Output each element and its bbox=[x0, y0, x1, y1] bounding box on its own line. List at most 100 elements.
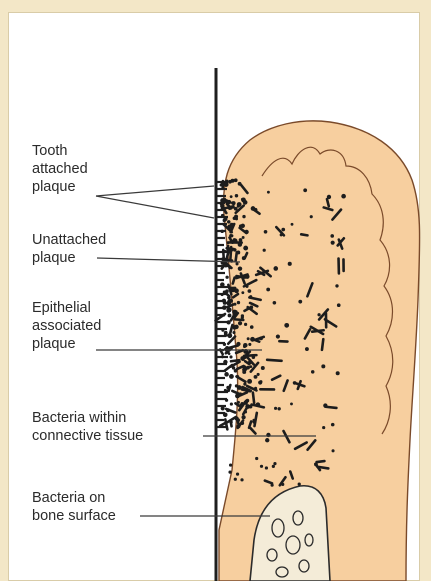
bacterium-coccus bbox=[281, 228, 285, 232]
bacterium-coccus bbox=[288, 262, 292, 266]
bacterium-coccus bbox=[238, 266, 242, 270]
bacterium-coccus bbox=[273, 462, 276, 465]
bacterium-coccus bbox=[224, 372, 229, 377]
bacterium-coccus bbox=[235, 217, 238, 220]
bacterium-coccus bbox=[223, 263, 228, 268]
bacterium-coccus bbox=[305, 347, 309, 351]
bacterium-coccus bbox=[229, 374, 234, 379]
bacterium-coccus bbox=[266, 288, 270, 292]
bacterium-coccus bbox=[335, 284, 338, 287]
bacterium-coccus bbox=[223, 198, 226, 201]
bacterium-coccus bbox=[227, 241, 230, 244]
bacterium-coccus bbox=[221, 329, 224, 332]
label-epithelial-associated-plaque: Epithelial associated plaque bbox=[32, 299, 101, 353]
bacterium-coccus bbox=[248, 289, 252, 293]
bacterium-coccus bbox=[239, 392, 242, 395]
bacterium-coccus bbox=[244, 323, 247, 326]
bacterium-coccus bbox=[247, 379, 252, 384]
bacterium-coccus bbox=[241, 198, 244, 201]
bacterium-rod bbox=[229, 385, 231, 391]
bacterium-coccus bbox=[236, 375, 239, 378]
bacterium-rod bbox=[236, 252, 237, 261]
bacterium-coccus bbox=[255, 457, 258, 460]
bacterium-coccus bbox=[264, 230, 268, 234]
bacterium-rod bbox=[233, 278, 235, 284]
bacterium-coccus bbox=[242, 370, 246, 374]
bacterium-coccus bbox=[260, 465, 263, 468]
bacterium-rod bbox=[267, 360, 281, 361]
leader-tooth-attached-1 bbox=[96, 186, 214, 196]
bacterium-coccus bbox=[290, 403, 293, 406]
bacterium-coccus bbox=[254, 375, 258, 379]
bacterium-coccus bbox=[245, 274, 250, 279]
bacterium-coccus bbox=[237, 385, 242, 390]
bacterium-coccus bbox=[336, 371, 340, 375]
bacterium-coccus bbox=[243, 343, 248, 348]
bacterium-coccus bbox=[280, 233, 283, 236]
bacterium-coccus bbox=[221, 406, 225, 410]
bacterium-coccus bbox=[293, 381, 297, 385]
bacterium-coccus bbox=[222, 305, 227, 310]
bacterium-coccus bbox=[228, 314, 232, 318]
bacterium-coccus bbox=[252, 355, 256, 359]
bacterium-coccus bbox=[237, 301, 240, 304]
label-bacteria-connective-tissue: Bacteria within connective tissue bbox=[32, 409, 143, 445]
bacterium-coccus bbox=[229, 234, 233, 238]
bacterium-coccus bbox=[226, 308, 231, 313]
bacterium-coccus bbox=[258, 380, 262, 384]
bacterium-coccus bbox=[272, 465, 275, 468]
bacterium-coccus bbox=[242, 236, 245, 239]
bacterium-coccus bbox=[341, 194, 346, 199]
bacterium-coccus bbox=[317, 313, 320, 316]
bacterium-coccus bbox=[237, 202, 242, 207]
bacterium-coccus bbox=[229, 420, 232, 423]
bacterium-coccus bbox=[276, 335, 280, 339]
bacterium-coccus bbox=[236, 262, 239, 265]
bacterium-coccus bbox=[241, 415, 245, 419]
bacterium-coccus bbox=[271, 484, 274, 487]
bacterium-coccus bbox=[223, 217, 227, 221]
bacterium-coccus bbox=[234, 478, 237, 481]
bacterium-coccus bbox=[284, 323, 289, 328]
bacterium-coccus bbox=[228, 471, 231, 474]
bacterium-coccus bbox=[241, 314, 244, 317]
bacterium-coccus bbox=[250, 325, 254, 329]
bacterium-coccus bbox=[254, 387, 257, 390]
bacterium-coccus bbox=[223, 360, 227, 364]
bacterium-coccus bbox=[277, 407, 280, 410]
bacterium-coccus bbox=[225, 399, 228, 402]
bacterium-coccus bbox=[230, 195, 233, 198]
bacterium-rod bbox=[231, 360, 239, 361]
bacterium-coccus bbox=[231, 179, 235, 183]
bacterium-coccus bbox=[234, 325, 239, 330]
bacterium-rod bbox=[318, 467, 329, 469]
bacterium-coccus bbox=[265, 438, 269, 442]
bacterium-coccus bbox=[230, 402, 233, 405]
bacterium-coccus bbox=[235, 194, 238, 197]
bacterium-coccus bbox=[237, 401, 240, 404]
bacterium-coccus bbox=[248, 343, 251, 346]
bacterium-coccus bbox=[225, 276, 228, 279]
leader-tooth-attached-2 bbox=[96, 196, 214, 218]
bacterium-coccus bbox=[238, 242, 242, 246]
bacterium-rod bbox=[322, 339, 323, 350]
bacterium-coccus bbox=[243, 246, 248, 251]
bacterium-coccus bbox=[331, 423, 335, 427]
bacterium-coccus bbox=[261, 366, 265, 370]
bacterium-rod bbox=[301, 234, 307, 235]
bacterium-coccus bbox=[298, 483, 301, 486]
bacterium-coccus bbox=[247, 337, 250, 340]
bacterium-coccus bbox=[240, 478, 243, 481]
bacterium-coccus bbox=[234, 369, 238, 373]
bacterium-coccus bbox=[274, 407, 277, 410]
bacterium-rod bbox=[248, 355, 257, 356]
bacterium-rod bbox=[230, 325, 232, 334]
bacterium-coccus bbox=[321, 364, 325, 368]
bacterium-coccus bbox=[238, 321, 242, 325]
bacterium-coccus bbox=[273, 301, 277, 305]
bacterium-coccus bbox=[256, 402, 261, 407]
bacterium-coccus bbox=[224, 333, 228, 337]
bacterium-coccus bbox=[228, 266, 231, 269]
bacterium-coccus bbox=[303, 188, 307, 192]
